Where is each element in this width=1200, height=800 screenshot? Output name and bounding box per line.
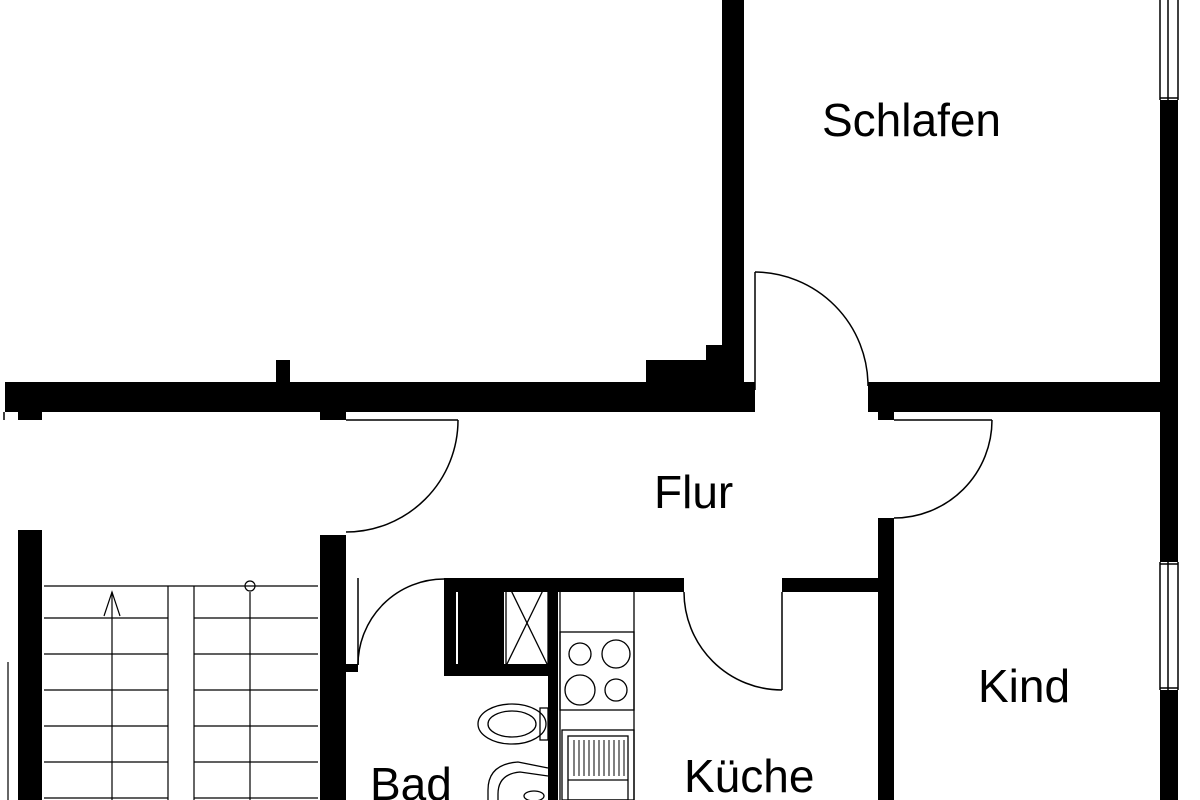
wall-flur-kueche-right	[782, 578, 892, 592]
room-labels: Schlafen Flur Kind Bad Küche	[370, 94, 1070, 800]
door-bad	[357, 578, 445, 666]
stair-up-arrow-icon	[103, 590, 121, 800]
door-schlafen	[754, 271, 869, 390]
wall-bad-kueche	[548, 578, 558, 800]
washbasin-icon	[487, 761, 549, 800]
door-entrance	[345, 419, 459, 533]
window-schlafen	[1159, 0, 1179, 100]
room-label-flur: Flur	[654, 466, 733, 518]
stair-treads-right	[194, 617, 318, 799]
stove-icon	[559, 631, 635, 711]
wall-stub-left	[18, 382, 42, 420]
chimney-block	[458, 580, 504, 668]
wall-stair-right	[320, 535, 346, 800]
wall-horizontal-main-left	[5, 382, 755, 412]
windows	[3, 0, 1179, 690]
window-kind	[1159, 562, 1179, 690]
door-kind	[893, 419, 993, 519]
room-label-bad: Bad	[370, 758, 452, 800]
kitchen-fixtures	[559, 592, 635, 800]
room-label-kueche: Küche	[684, 750, 814, 800]
sink-icon	[561, 729, 635, 800]
bathroom-fixtures	[477, 579, 549, 800]
walls	[5, 0, 1178, 800]
wall-column-notch	[276, 360, 290, 390]
wall-pillar-step-1	[646, 360, 708, 390]
wall-outer-right-upper	[1160, 100, 1178, 562]
wall-outer-right-lower	[1160, 690, 1178, 800]
staircase	[7, 580, 318, 800]
wall-stub-kind-door	[878, 382, 894, 420]
room-label-schlafen: Schlafen	[822, 94, 1001, 146]
shaft-cross-icon	[505, 579, 549, 667]
wall-stair-left	[18, 530, 42, 800]
drainboard-ribs	[573, 740, 625, 776]
wall-bad-door-stub	[346, 664, 358, 672]
door-kueche	[683, 591, 783, 691]
wall-vertical-kind	[878, 518, 894, 800]
stair-treads-left	[44, 617, 168, 799]
stair-down-line	[244, 580, 256, 800]
doors	[345, 271, 993, 691]
wall-stub-flur-door	[320, 382, 346, 420]
toilet-icon	[477, 703, 549, 745]
wall-horizontal-main-right	[868, 382, 1176, 412]
wall-bad-upper	[444, 578, 456, 676]
room-label-kind: Kind	[978, 660, 1070, 712]
wall-vertical-schlafen-left	[722, 0, 744, 412]
